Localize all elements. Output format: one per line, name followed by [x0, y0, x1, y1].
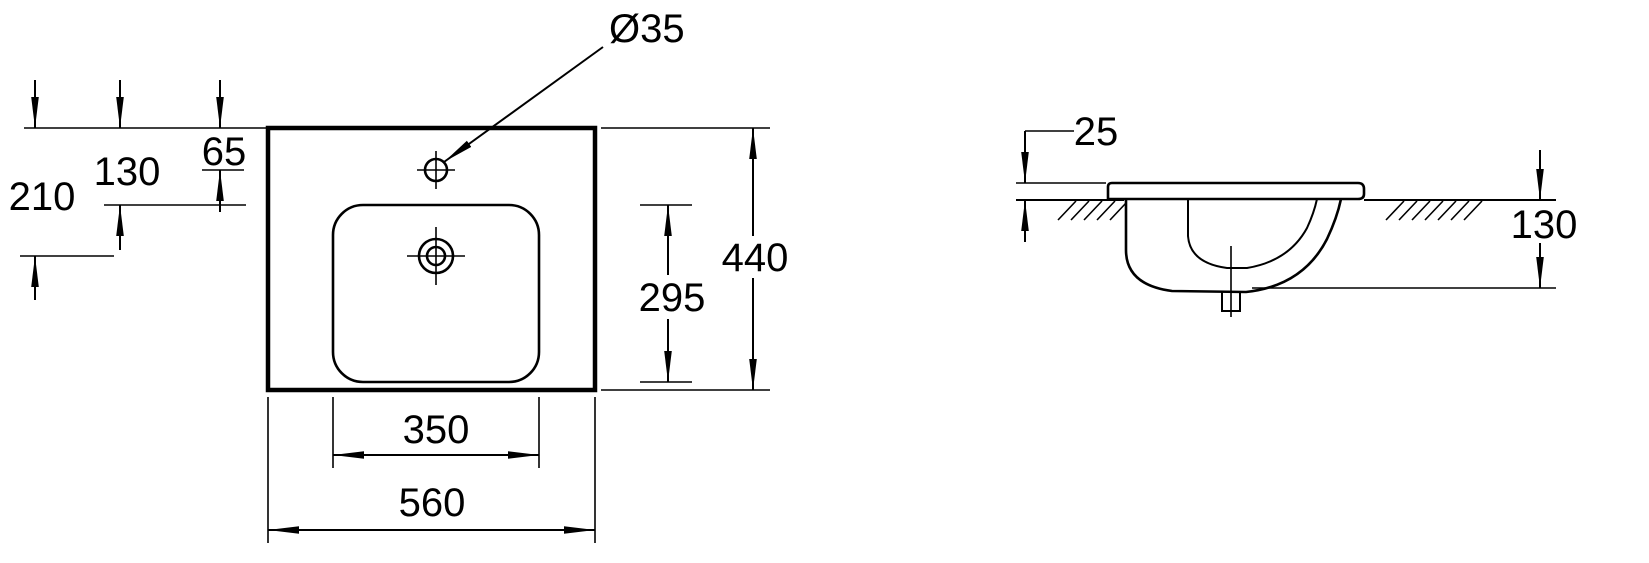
dimension-rim-height: 25	[1016, 110, 1118, 242]
counter-hatch-left	[1057, 200, 1127, 221]
dimension-basin-depth: 295	[639, 204, 706, 383]
bowl-inner-profile	[1187, 198, 1318, 269]
dimension-overall-depth: 440	[601, 127, 789, 391]
dimension-overall-width: 560	[267, 397, 596, 543]
dim-label-hole-diameter: Ø35	[609, 7, 685, 51]
washbasin-outline	[265, 125, 598, 393]
dimension-basin-width: 350	[332, 397, 540, 468]
dim-label-faucet-offset: 65	[202, 130, 247, 174]
dim-label-rim-height: 25	[1074, 110, 1119, 154]
top-view: Ø35 65 130 210	[9, 7, 789, 543]
side-view: 25 130	[1016, 110, 1577, 317]
dim-label-bowl-depth: 130	[1511, 203, 1578, 247]
drain-hole	[407, 227, 465, 285]
leader-line	[443, 46, 604, 163]
dimension-basin-top-offset: 130	[94, 80, 246, 250]
dimension-bowl-depth: 130	[1252, 150, 1578, 289]
dim-label-overall-depth: 440	[722, 236, 789, 280]
basin-rim-section	[1106, 181, 1366, 201]
dim-label-drain-offset: 210	[9, 175, 76, 219]
bowl-outer-profile	[1124, 198, 1343, 294]
dim-label-basin-depth: 295	[639, 276, 706, 320]
basin-bowl-rect	[331, 203, 541, 384]
dim-label-basin-width: 350	[403, 408, 470, 452]
dimension-hole-diameter: Ø35	[443, 7, 685, 163]
counter-hatch-right	[1385, 200, 1483, 221]
basin-outer-rect	[265, 125, 598, 393]
dim-label-overall-width: 560	[399, 481, 466, 525]
dimension-faucet-offset: 65	[202, 80, 247, 212]
dimension-drain-offset: 210	[9, 80, 114, 300]
faucet-hole	[417, 151, 455, 189]
dim-label-basin-top-offset: 130	[94, 150, 161, 194]
